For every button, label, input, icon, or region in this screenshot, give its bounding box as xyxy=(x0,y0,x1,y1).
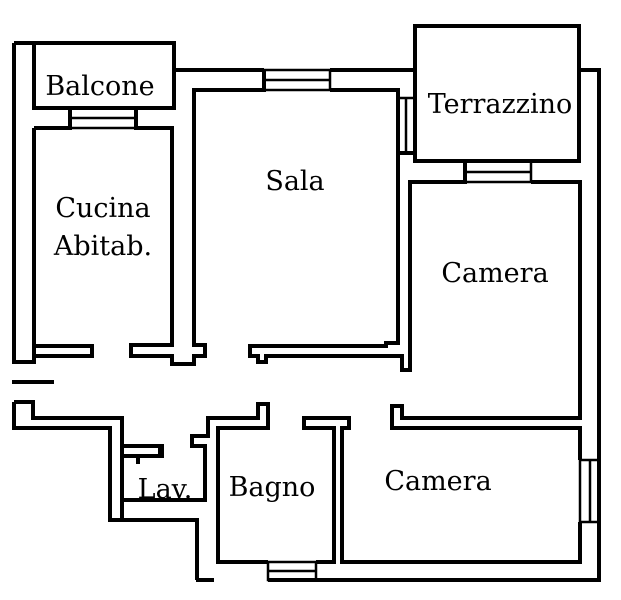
label-cucina-line2: Abitab. xyxy=(53,231,152,262)
label-camera-top: Camera xyxy=(441,258,548,289)
label-sala: Sala xyxy=(265,166,324,197)
bottom-wall xyxy=(316,560,599,582)
label-cucina-line1: Cucina xyxy=(55,193,150,224)
camera-bottom-walls xyxy=(302,416,582,564)
label-terrazzino: Terrazzino xyxy=(428,89,573,120)
label-balcone: Balcone xyxy=(45,71,154,102)
lav-walls xyxy=(120,418,164,520)
label-lavanderia: Lav. xyxy=(138,474,193,505)
lav-bagno-walls xyxy=(12,400,270,582)
label-camera-bottom: Camera xyxy=(384,466,491,497)
label-bagno: Bagno xyxy=(229,472,316,503)
